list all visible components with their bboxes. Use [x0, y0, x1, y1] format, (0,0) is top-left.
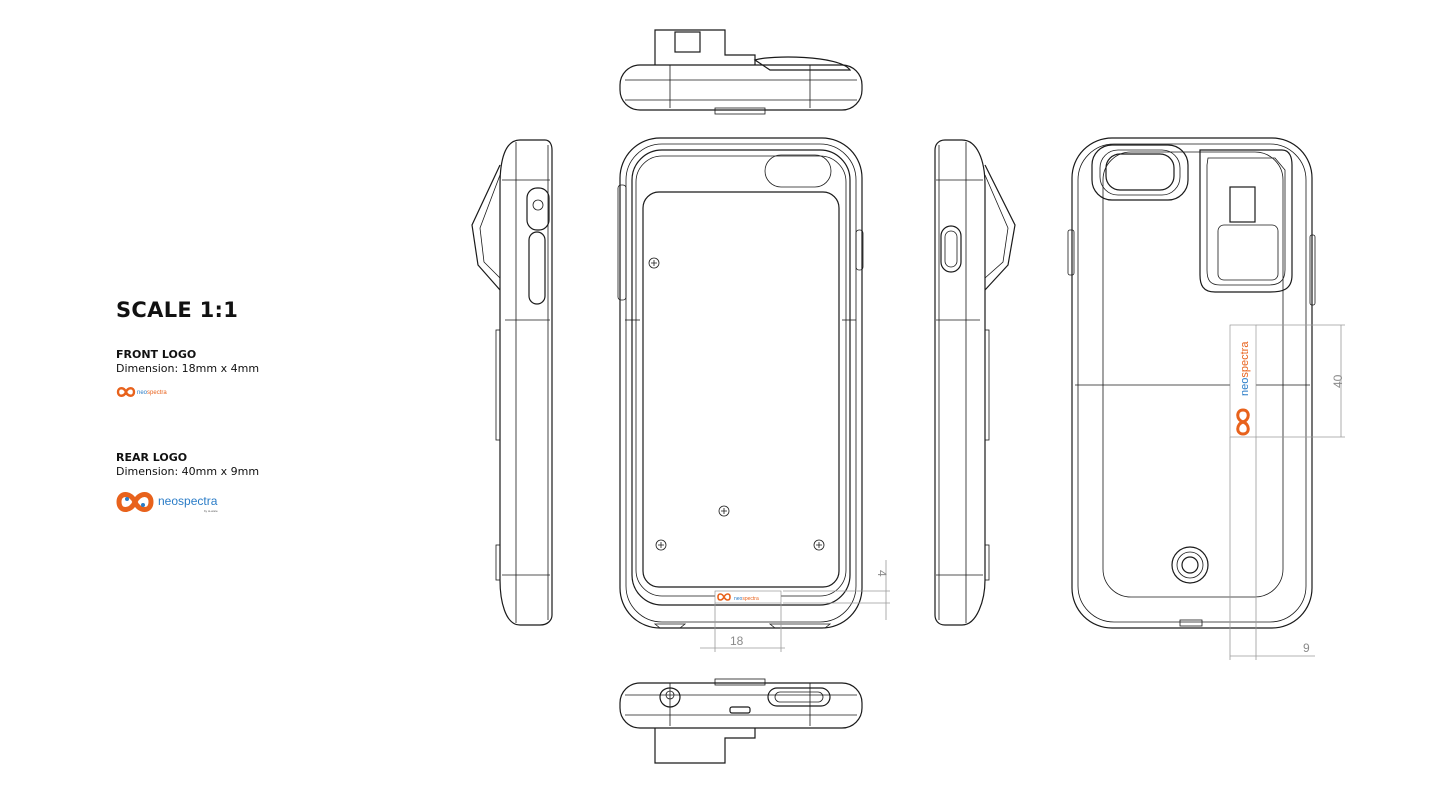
front-logo-width-dim: 18 — [730, 634, 744, 648]
rear-logo-heading: REAR LOGO — [116, 451, 188, 464]
rear-logo-dimensions: 40 9 — [1229, 324, 1345, 660]
rear-logo-image: neospectra by si-ware — [116, 492, 218, 513]
svg-text:neospectra: neospectra — [1239, 341, 1251, 396]
right-side-view — [934, 139, 1016, 626]
rear-logo-block: REAR LOGO Dimension: 40mm x 9mm neospect… — [116, 451, 376, 522]
front-logo-height-dim: 4 — [875, 570, 889, 577]
bottom-view — [619, 678, 863, 764]
front-logo-dimension: Dimension: 18mm x 4mm — [116, 362, 260, 375]
rear-view: neospectra — [1067, 137, 1316, 629]
svg-text:neospectra: neospectra — [158, 494, 218, 508]
front-logo-heading: FRONT LOGO — [116, 348, 197, 361]
scale-label: SCALE 1:1 — [116, 298, 239, 322]
top-view — [619, 29, 863, 115]
front-logo-dimensions: 18 4 — [700, 560, 890, 652]
rear-logo-length-dim: 40 — [1331, 374, 1345, 388]
front-view: neospectra — [617, 137, 864, 629]
svg-text:neospectra: neospectra — [734, 596, 759, 602]
rear-logo-width-dim: 9 — [1303, 641, 1310, 655]
rear-logo-dimension: Dimension: 40mm x 9mm — [116, 465, 260, 478]
front-logo-block: FRONT LOGO Dimension: 18mm x 4mm neospec… — [116, 348, 376, 405]
left-side-view — [471, 139, 553, 626]
legend-panel: SCALE 1:1 FRONT LOGO Dimension: 18mm x 4… — [116, 298, 376, 522]
svg-text:neospectra: neospectra — [137, 390, 167, 396]
svg-text:by si-ware: by si-ware — [204, 509, 218, 513]
front-logo-image: neospectra — [116, 387, 167, 397]
